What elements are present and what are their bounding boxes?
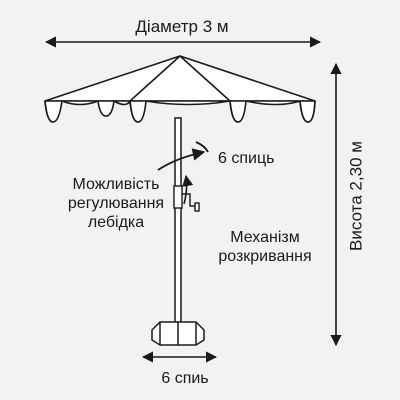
rotation-arrow <box>157 148 206 171</box>
canopy-valance <box>44 100 316 123</box>
umbrella-canopy <box>44 55 316 123</box>
winch-label-line1: Можливість <box>72 176 160 193</box>
base-ribs-label: 6 спиь <box>161 370 209 387</box>
canopy-cover <box>44 55 316 102</box>
mechanism-label-line2: розкривання <box>218 248 312 265</box>
canopy-rib <box>179 55 231 102</box>
ribs-count-label: 6 спиць <box>218 150 275 167</box>
canopy-rib <box>129 55 181 102</box>
winch-label: Можливість регулювання лебідка <box>50 175 182 232</box>
mechanism-label-line1: Механізм <box>230 229 300 246</box>
winch-label-line2: регулювання <box>67 195 165 212</box>
canopy-valance-edge <box>44 100 316 123</box>
diameter-label: Діаметр 3 м <box>135 17 229 36</box>
rotation-arrow-tail <box>195 141 209 153</box>
height-label: Висота 2,30 м <box>346 141 366 251</box>
umbrella-base <box>151 321 205 346</box>
winch-arrow <box>182 174 194 205</box>
mechanism-label: Механізм розкривання <box>206 228 324 266</box>
winch-label-line3: лебідка <box>87 214 145 231</box>
